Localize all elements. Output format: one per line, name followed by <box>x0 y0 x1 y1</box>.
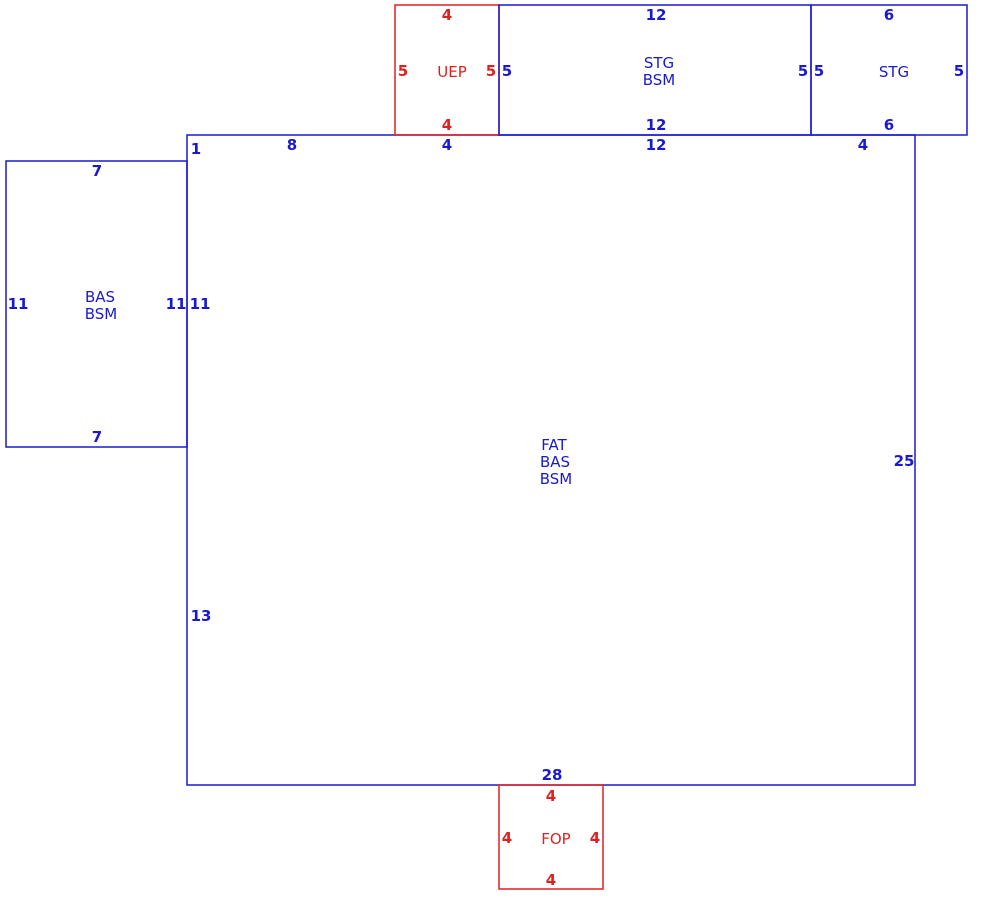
fop-dim-bottom: 4 <box>546 871 556 889</box>
bas-bsm-dim-bottom: 7 <box>92 428 102 446</box>
stg-label: STG <box>879 63 909 81</box>
fop-dim-right: 4 <box>590 829 600 847</box>
stg-bsm-dim-left: 5 <box>502 62 512 80</box>
main-dim-top-4: 12 <box>646 136 667 154</box>
main-dim-top-2: 8 <box>287 136 297 154</box>
stg-bsm-dim-top: 12 <box>646 6 667 24</box>
main-label-line1: FAT <box>541 436 567 454</box>
bas-bsm-label-line2: BSM <box>85 305 118 323</box>
bas-bsm-dim-top: 7 <box>92 162 102 180</box>
main-dim-right: 25 <box>894 452 915 470</box>
main-label-line2: BAS <box>540 453 570 471</box>
bas-bsm-dim-right: 11 <box>166 295 187 313</box>
stg-dim-left: 5 <box>814 62 824 80</box>
main-dim-bottom: 28 <box>542 766 563 784</box>
stg-area-outline <box>810 4 968 136</box>
stg-bsm-label-line2: BSM <box>643 71 676 89</box>
bas-bsm-area-outline <box>5 160 188 448</box>
fop-dim-top: 4 <box>546 787 556 805</box>
main-dim-top-1: 1 <box>191 140 201 158</box>
main-dim-left-upper: 11 <box>190 295 211 313</box>
stg-dim-right: 5 <box>954 62 964 80</box>
uep-dim-bottom: 4 <box>442 116 452 134</box>
uep-dim-top: 4 <box>442 6 452 24</box>
main-dim-top-5: 4 <box>858 136 868 154</box>
bas-bsm-dim-left: 11 <box>8 295 29 313</box>
stg-dim-bottom: 6 <box>884 116 894 134</box>
fop-dim-left: 4 <box>502 829 512 847</box>
stg-dim-top: 6 <box>884 6 894 24</box>
bas-bsm-label-line1: BAS <box>85 288 115 306</box>
stg-bsm-label-line1: STG <box>644 54 674 72</box>
fop-area-outline <box>498 784 604 890</box>
main-dim-top-3: 4 <box>442 136 452 154</box>
uep-dim-left: 5 <box>398 62 408 80</box>
uep-label: UEP <box>437 63 467 81</box>
stg-bsm-dim-bottom: 12 <box>646 116 667 134</box>
stg-bsm-dim-right: 5 <box>798 62 808 80</box>
fop-label: FOP <box>541 830 570 848</box>
main-dim-left-lower: 13 <box>191 607 212 625</box>
uep-dim-right: 5 <box>486 62 496 80</box>
main-label-line3: BSM <box>540 470 573 488</box>
